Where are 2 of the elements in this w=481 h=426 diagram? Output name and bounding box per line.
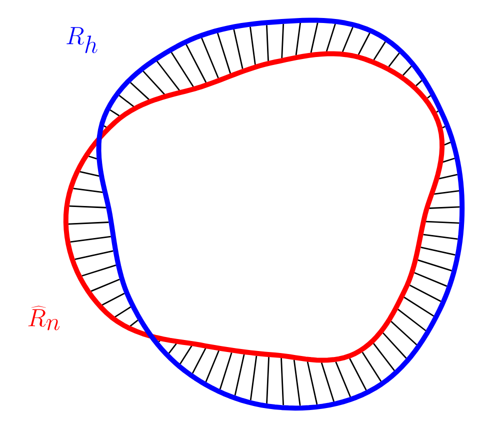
curve-label: $R_h$ (66, 27, 98, 54)
curve-label: $\widehat{R}_n$ (28, 306, 60, 330)
